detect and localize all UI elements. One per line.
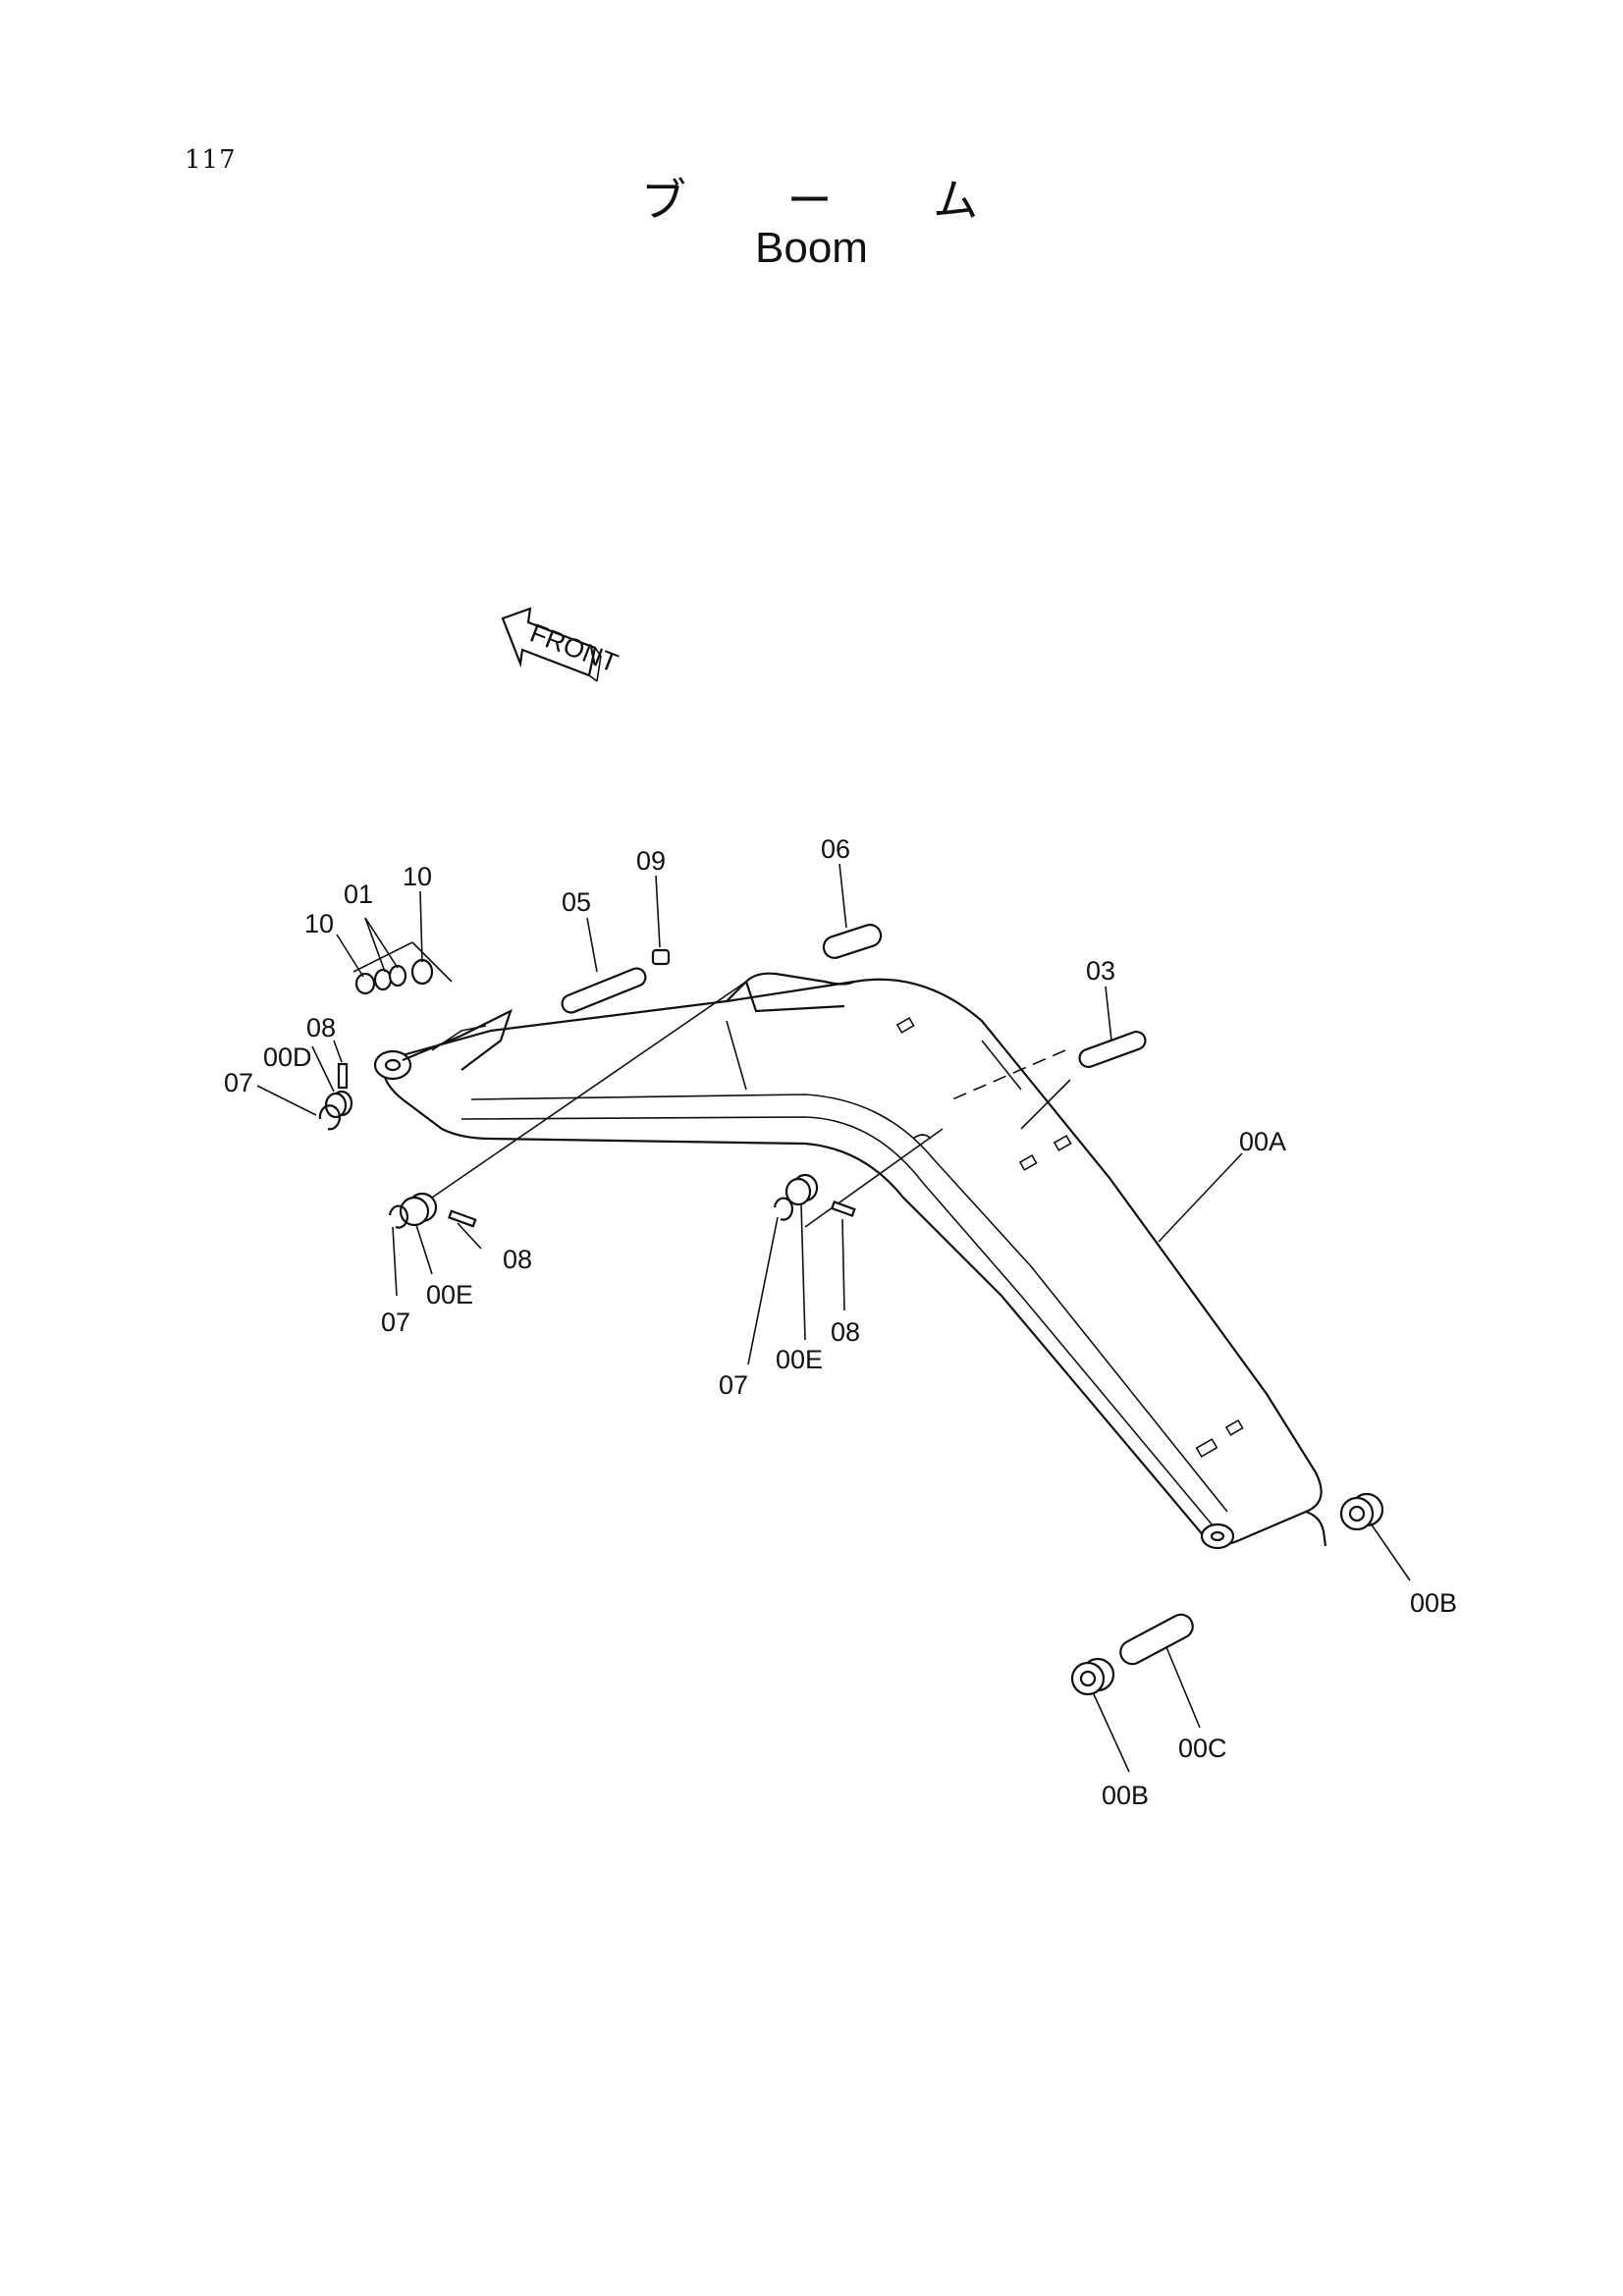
part-08-grease-fitting-a	[337, 1062, 349, 1090]
callout-00b-right: 00B	[1410, 1588, 1457, 1618]
leader-lines	[256, 863, 1411, 1773]
part-00e-bushing-b	[784, 1173, 819, 1206]
callout-01: 01	[344, 880, 373, 909]
callout-10-left: 10	[304, 909, 334, 938]
callout-07-mid: 07	[381, 1308, 410, 1337]
callout-07-rear: 07	[719, 1370, 748, 1400]
part-08-grease-fitting-c	[830, 1201, 856, 1217]
callout-00e-rear: 00E	[776, 1345, 823, 1374]
page-number: 117	[185, 145, 237, 175]
callout-06: 06	[821, 834, 850, 864]
title-japanese: ブ ー ム	[640, 174, 1022, 227]
callout-10-right: 10	[403, 862, 432, 891]
part-05-pin	[561, 967, 647, 1014]
callout-08-mid: 08	[503, 1245, 532, 1274]
title-english: Boom	[755, 224, 868, 272]
part-07-snap-ring-c	[773, 1197, 793, 1221]
callout-09: 09	[636, 846, 666, 876]
callout-03: 03	[1086, 956, 1115, 986]
callout-00c: 00C	[1178, 1734, 1227, 1763]
callout-00a: 00A	[1239, 1127, 1286, 1156]
callout-08-rear: 08	[831, 1317, 860, 1347]
boom-body	[373, 972, 1327, 1550]
part-06-pin	[822, 924, 883, 959]
callout-08-front: 08	[306, 1013, 336, 1042]
part-03-pin	[1078, 1031, 1147, 1068]
part-00c-pipe	[1119, 1613, 1194, 1666]
part-08-grease-fitting-b	[448, 1209, 477, 1228]
front-washers	[352, 941, 453, 995]
callout-05: 05	[562, 887, 591, 917]
part-00b-bushing-a	[1339, 1492, 1384, 1531]
callout-00e-mid: 00E	[426, 1280, 473, 1309]
callout-00b-bottom: 00B	[1102, 1781, 1149, 1810]
part-00b-bushing-b	[1070, 1657, 1115, 1696]
callout-00d: 00D	[263, 1042, 312, 1072]
callout-07-front: 07	[224, 1068, 253, 1097]
front-arrow-icon: FRONT	[501, 607, 622, 682]
part-07-snap-ring-a	[318, 1104, 341, 1131]
part-07-snap-ring-b	[388, 1204, 408, 1229]
part-09-bolt	[651, 948, 671, 966]
